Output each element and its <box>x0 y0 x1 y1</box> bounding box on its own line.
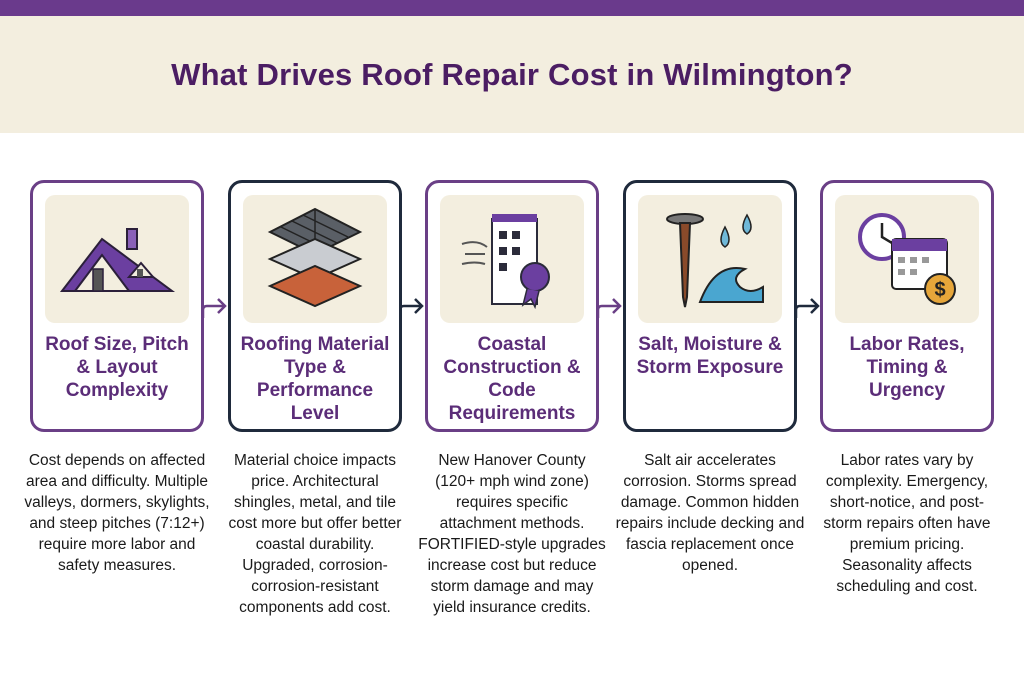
card-title: Labor Rates, Timing & Urgency <box>849 334 965 401</box>
svg-text:$: $ <box>934 279 945 301</box>
card-salt-moisture: Salt, Moisture & Storm Exposure <box>623 180 797 432</box>
card-description: Material choice impacts price. Architect… <box>228 452 402 616</box>
card-coastal-code: Coastal Construction & Code Requirements <box>425 180 599 432</box>
card-title: Coastal Construction & Code Requirements <box>443 334 581 424</box>
card-roofing-material: Roofing Material Type & Performance Leve… <box>228 180 402 432</box>
card-description: Salt air accelerates corrosion. Storms s… <box>615 452 805 574</box>
house-roof-icon <box>45 195 189 323</box>
arrow-right-icon <box>598 298 622 318</box>
card-description: Cost depends on affected area and diffic… <box>24 452 210 574</box>
building-code-icon <box>440 195 584 323</box>
arrow-right-icon <box>400 298 424 318</box>
clock-calendar-dollar-icon: $ <box>835 195 979 323</box>
card-title: Roof Size, Pitch & Layout Complexity <box>45 334 189 401</box>
card-title: Salt, Moisture & Storm Exposure <box>636 334 784 378</box>
card-labor-rates: $ Labor Rates, Timing & Urgency <box>820 180 994 432</box>
card-description: New Hanover County (120+ mph wind zone) … <box>418 452 606 616</box>
arrow-right-icon <box>796 298 820 318</box>
card-description: Labor rates vary by complexity. Emergenc… <box>823 452 991 595</box>
page-title: What Drives Roof Repair Cost in Wilmingt… <box>171 56 853 92</box>
top-accent-bar <box>0 0 1024 16</box>
nail-water-wave-icon <box>638 195 782 323</box>
roofing-materials-icon <box>243 195 387 323</box>
card-roof-size: Roof Size, Pitch & Layout Complexity <box>30 180 204 432</box>
arrow-right-icon <box>203 298 227 318</box>
card-title: Roofing Material Type & Performance Leve… <box>240 334 390 424</box>
header-banner: What Drives Roof Repair Cost in Wilmingt… <box>0 16 1024 133</box>
